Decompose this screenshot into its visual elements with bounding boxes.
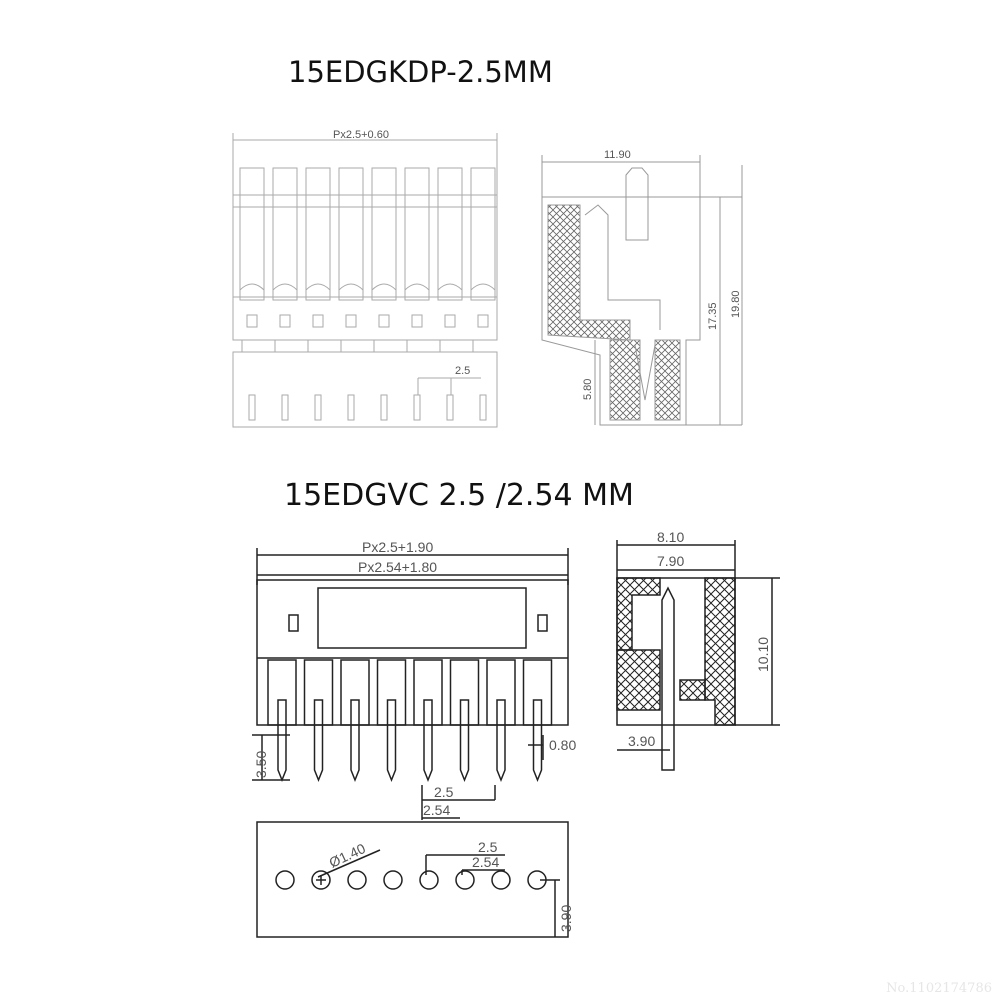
top-side-width-label: 11.90 <box>604 149 631 161</box>
top-cell-slot <box>314 394 322 421</box>
top-side-view <box>541 155 743 426</box>
top-cell <box>470 167 496 301</box>
top-cell-slot <box>248 394 256 421</box>
top-cell <box>437 167 463 301</box>
top-cell-arc <box>239 283 265 291</box>
bottom-side-width-label-1: 8.10 <box>657 529 684 545</box>
connector-pin <box>459 699 470 783</box>
top-cell-window <box>477 314 489 328</box>
top-front-width-label: Px2.5+0.60 <box>333 129 389 141</box>
bottom-front-view <box>252 548 569 820</box>
top-cell <box>305 167 331 301</box>
connector-pin <box>277 699 287 783</box>
top-cell-window <box>378 314 390 328</box>
footprint-hole <box>455 870 475 890</box>
top-cell-window <box>246 314 258 328</box>
top-cell-slot <box>479 394 487 421</box>
connector-slot <box>376 659 407 726</box>
footprint-hole <box>491 870 511 890</box>
connector-slot <box>486 659 516 726</box>
connector-slot <box>449 659 480 726</box>
bottom-side-view <box>616 540 780 771</box>
bottom-front-pitch-label-2: 2.54 <box>423 802 450 818</box>
top-cell-arc <box>404 283 430 291</box>
bottom-side-width-label-2: 7.90 <box>657 553 684 569</box>
top-cell-arc <box>437 283 463 291</box>
top-cell <box>338 167 364 301</box>
top-cell <box>371 167 397 301</box>
top-cell-window <box>312 314 324 328</box>
top-cell-window <box>345 314 357 328</box>
footprint-hole <box>311 870 331 890</box>
top-side-height-inner-label: 17.35 <box>707 302 719 330</box>
top-cell-arc <box>371 283 397 291</box>
top-title: 15EDGKDP-2.5MM <box>288 55 553 89</box>
bottom-pin-length-label: 3.50 <box>253 751 269 778</box>
top-cell-arc <box>272 283 298 291</box>
top-cell-slot <box>347 394 355 421</box>
connector-slot <box>267 659 297 726</box>
footprint-hole <box>275 870 295 890</box>
top-cell-arc <box>470 283 496 291</box>
bottom-front-pitch-label-1: 2.5 <box>434 784 454 800</box>
top-cell-arc <box>338 283 364 291</box>
top-cell <box>239 167 265 301</box>
connector-pin <box>386 699 397 783</box>
bottom-side-height-label: 10.10 <box>755 637 771 672</box>
top-cell-window <box>279 314 291 328</box>
top-cell-slot <box>281 394 289 421</box>
top-cell-window <box>444 314 456 328</box>
connector-pin <box>350 699 360 783</box>
connector-slot <box>303 659 334 726</box>
top-side-height-outer-label: 19.80 <box>730 290 742 318</box>
top-cell <box>404 167 430 301</box>
top-cell-window <box>411 314 423 328</box>
footprint-hole <box>419 870 439 890</box>
footprint-view <box>256 821 569 938</box>
top-side-pin-height-label: 5.80 <box>582 379 594 400</box>
watermark: No.1102174786 <box>886 981 992 996</box>
top-pitch-label: 2.5 <box>455 365 470 377</box>
bottom-front-width-label-2: Px2.54+1.80 <box>358 559 437 575</box>
top-cell-arc <box>305 283 331 291</box>
footprint-pitch-label-1: 2.5 <box>478 839 498 855</box>
footprint-hole-label: Ø1.40 <box>327 840 369 871</box>
footprint-pitch-label-2: 2.54 <box>472 854 499 870</box>
footprint-hole <box>347 870 367 890</box>
connector-slot <box>413 659 443 726</box>
top-cell-slot <box>380 394 388 421</box>
connector-slot <box>522 659 553 726</box>
top-cell <box>272 167 298 301</box>
bottom-side-offset-label: 3.90 <box>628 733 655 749</box>
bottom-title: 15EDGVC 2.5 /2.54 MM <box>284 478 634 513</box>
connector-pin <box>313 699 324 783</box>
footprint-hole <box>383 870 403 890</box>
bottom-pin-width-label: 0.80 <box>549 737 576 753</box>
top-front-view <box>232 133 498 428</box>
connector-pin <box>532 699 543 783</box>
connector-slot <box>340 659 370 726</box>
bottom-front-width-label-1: Px2.5+1.90 <box>362 539 433 555</box>
top-cell-slot <box>413 394 421 421</box>
top-cell-slot <box>446 394 454 421</box>
footprint-edge-label: 3.90 <box>558 905 574 932</box>
connector-pin <box>496 699 506 783</box>
connector-pin <box>423 699 433 783</box>
